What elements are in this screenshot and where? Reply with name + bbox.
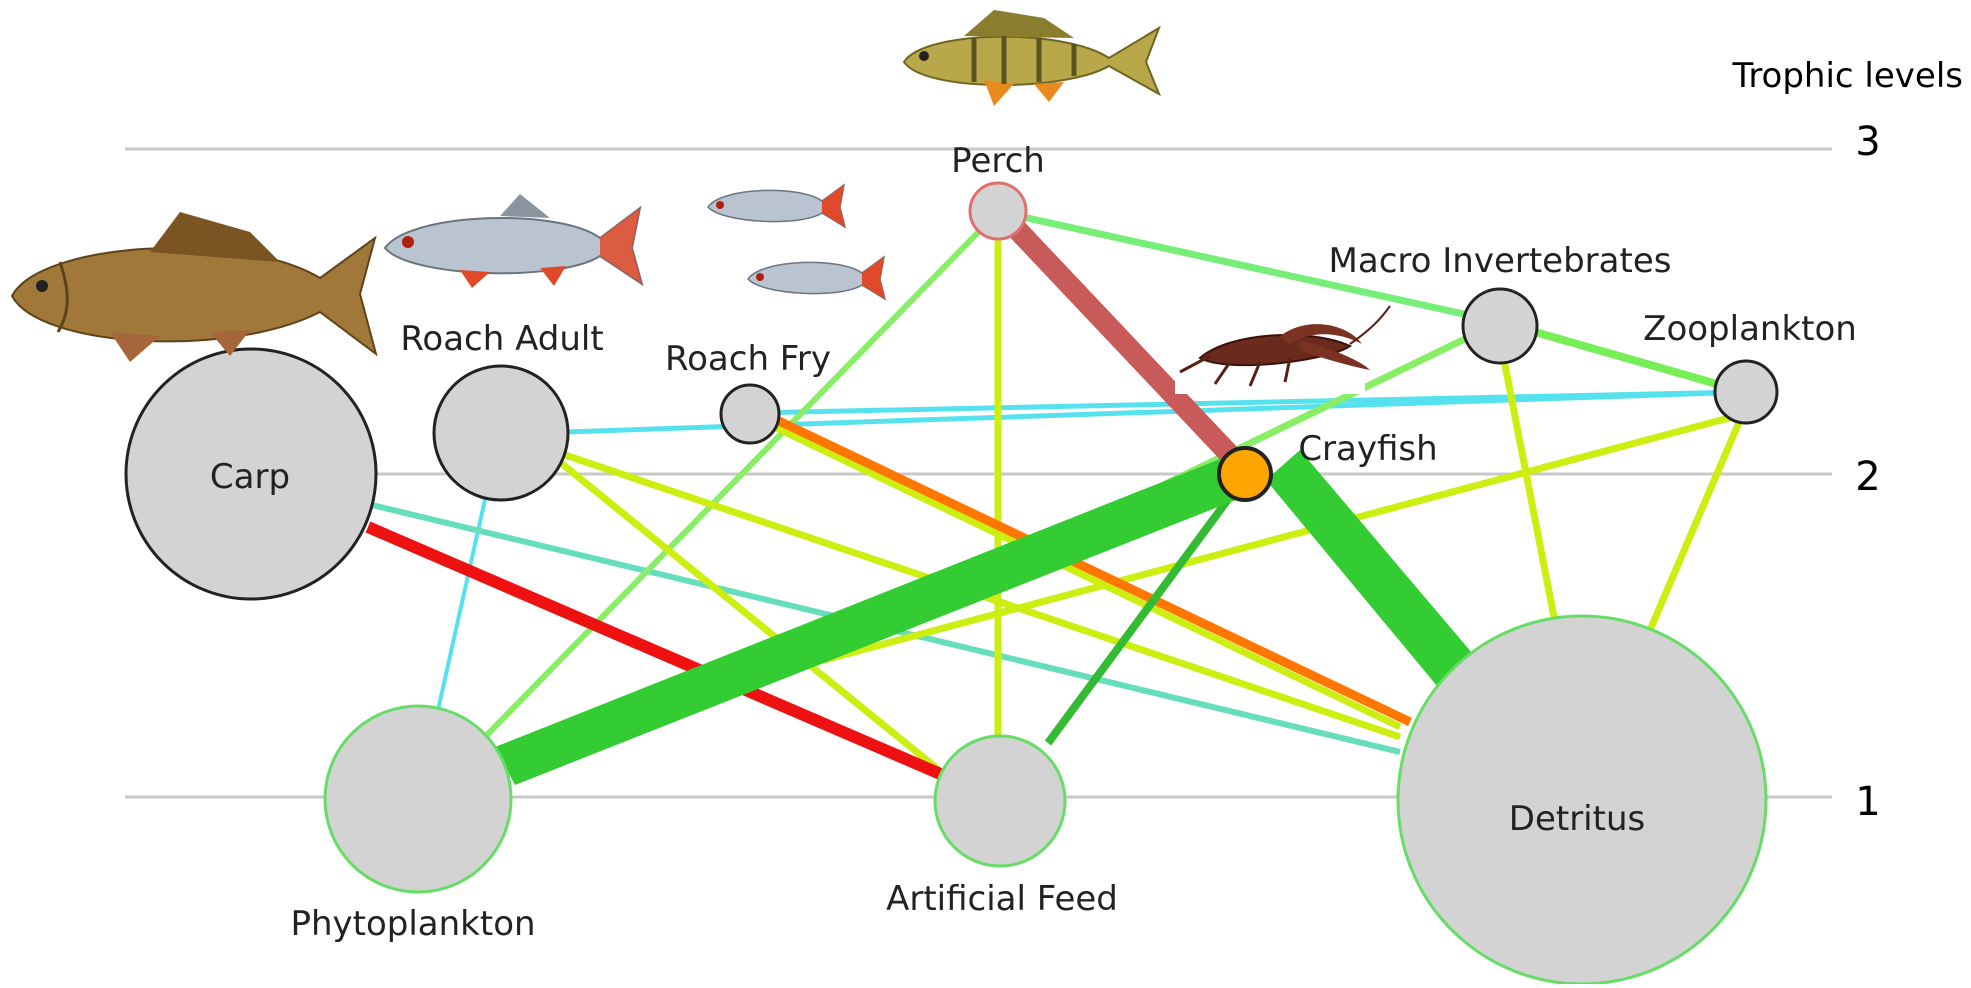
node-macro-invertebrates[interactable] <box>1463 289 1537 363</box>
node-perch[interactable] <box>970 183 1026 239</box>
label-crayfish: Crayfish <box>1298 429 1437 469</box>
trophic-axis-title: Trophic levels <box>1732 56 1963 96</box>
trophic-level-1-label: 1 <box>1855 779 1880 825</box>
crayfish-icon <box>1175 306 1390 394</box>
label-perch: Perch <box>951 141 1045 181</box>
trophic-level-2-label: 2 <box>1855 454 1880 500</box>
node-crayfish[interactable] <box>1219 448 1271 500</box>
link-zooplankton-detritus <box>1650 420 1740 630</box>
label-phytoplankton: Phytoplankton <box>290 904 535 944</box>
node-roach-fry[interactable] <box>721 385 779 443</box>
node-roach-adult[interactable] <box>434 366 568 500</box>
label-roach-adult: Roach Adult <box>400 319 603 359</box>
perch-fish-icon <box>904 10 1159 106</box>
node-phytoplankton[interactable] <box>325 706 511 892</box>
link-crayfish-detritus <box>1266 450 1478 692</box>
node-zooplankton[interactable] <box>1715 361 1777 423</box>
carp-fish-icon <box>12 212 376 362</box>
node-artificial-feed[interactable] <box>935 736 1065 866</box>
label-roach-fry: Roach Fry <box>665 339 831 379</box>
label-zooplankton: Zooplankton <box>1643 309 1857 349</box>
label-artificial-feed: Artificial Feed <box>886 879 1118 919</box>
roach-fry-icon <box>708 185 885 299</box>
label-macro-invertebrates: Macro Invertebrates <box>1329 241 1672 281</box>
label-detritus: Detritus <box>1509 799 1645 839</box>
trophic-level-3-label: 3 <box>1855 119 1880 165</box>
roach-fish-icon <box>385 194 642 288</box>
label-carp: Carp <box>210 457 290 497</box>
